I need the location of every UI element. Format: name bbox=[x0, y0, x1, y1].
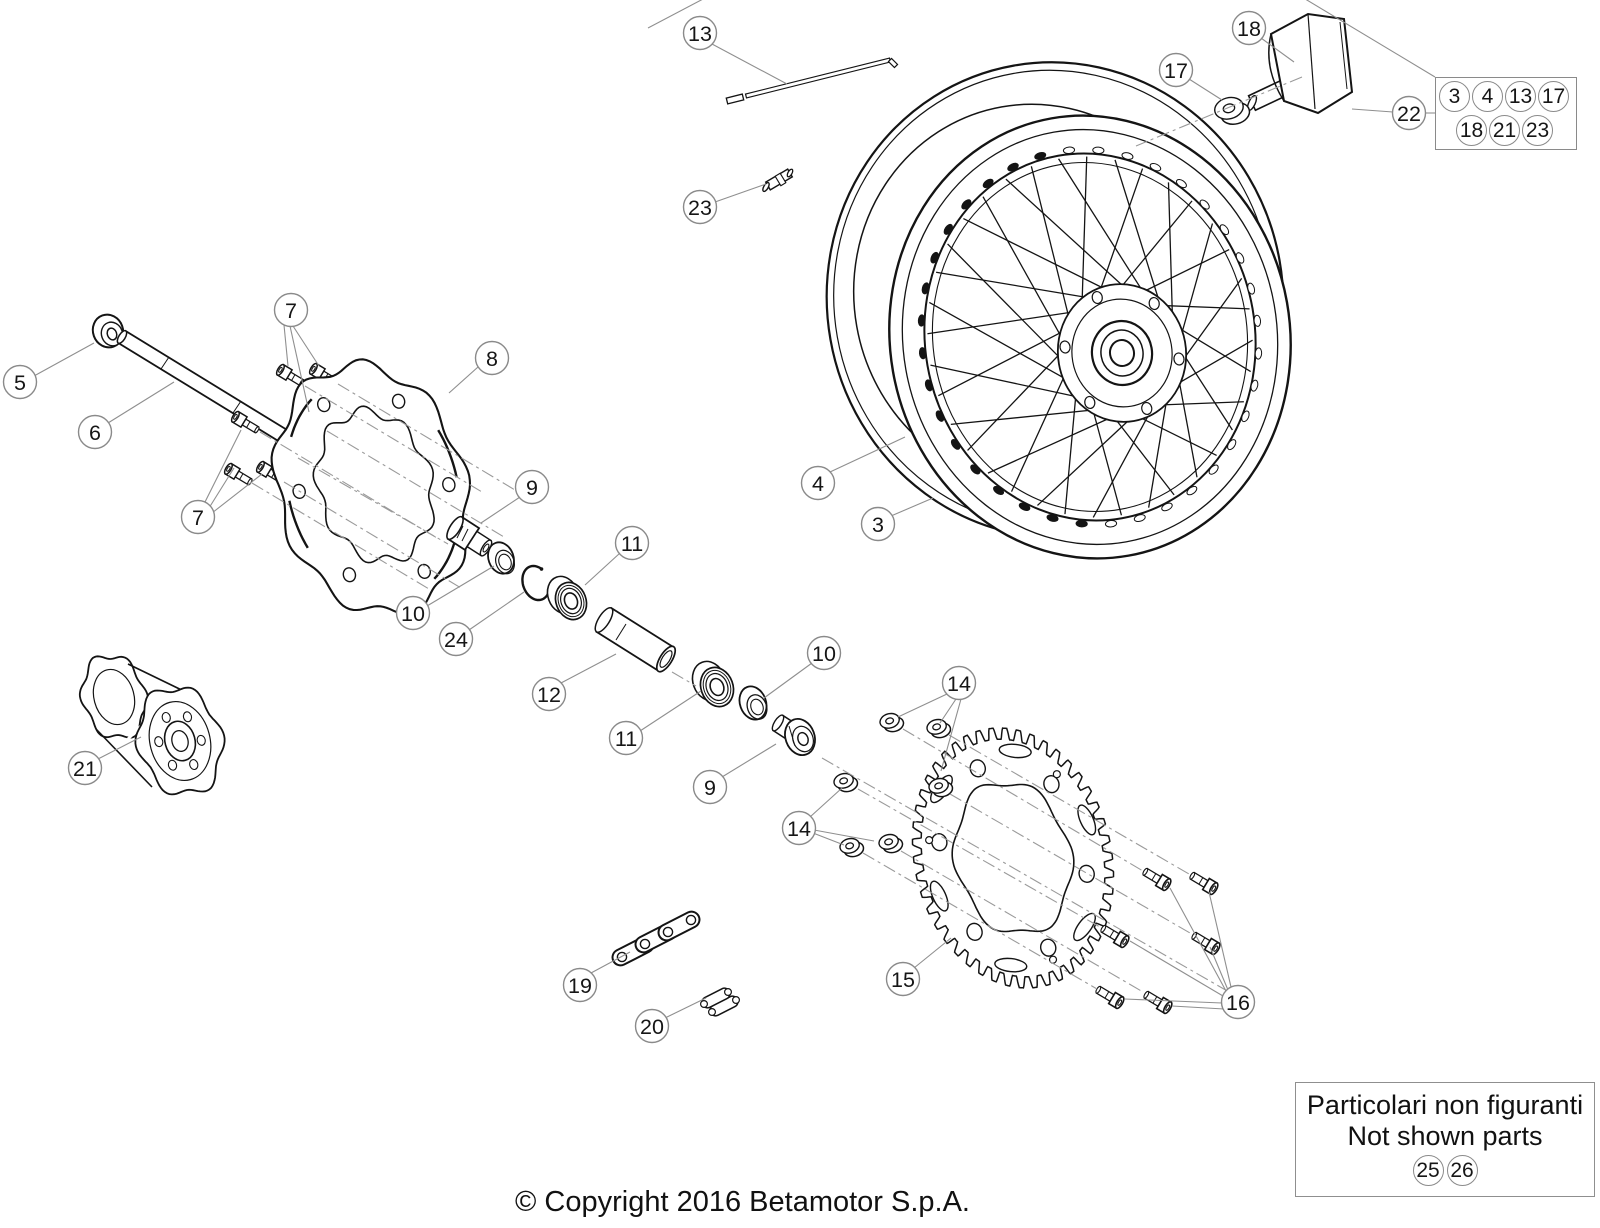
callout-19: 19 bbox=[562, 967, 598, 1003]
not-shown-item-26: 26 bbox=[1446, 1155, 1478, 1186]
svg-text:14: 14 bbox=[947, 672, 971, 696]
svg-text:24: 24 bbox=[444, 628, 468, 652]
brake-disc bbox=[270, 358, 472, 617]
not-shown-item-25: 25 bbox=[1412, 1155, 1444, 1186]
hub-spacers-bearings bbox=[446, 515, 816, 756]
svg-text:20: 20 bbox=[640, 1015, 664, 1039]
master-link bbox=[699, 987, 740, 1017]
callout-8: 8 bbox=[474, 340, 510, 376]
svg-text:17: 17 bbox=[1164, 59, 1188, 83]
rear-wheel bbox=[825, 61, 1292, 560]
svg-text:10: 10 bbox=[812, 642, 836, 666]
svg-text:23: 23 bbox=[688, 196, 712, 220]
sprocket-bolts bbox=[1095, 867, 1221, 1015]
svg-text:7: 7 bbox=[285, 299, 297, 323]
center-lines bbox=[251, 76, 1303, 997]
callouts: 13 18 17 22 23 7 5 8 6 9 7 11 10 24 12 11 10 9 4 3 14 14 21 15 1… bbox=[2, 10, 1427, 1044]
spoke-nipples bbox=[917, 146, 1263, 528]
svg-text:11: 11 bbox=[615, 727, 637, 751]
callout-13: 13 bbox=[682, 15, 718, 51]
svg-text:9: 9 bbox=[704, 776, 716, 800]
callout-6: 6 bbox=[77, 414, 113, 450]
callout-10: 10 bbox=[806, 635, 842, 671]
callout-17: 17 bbox=[1158, 52, 1194, 88]
hub-part bbox=[78, 655, 226, 796]
leader-lines bbox=[33, 37, 1435, 1019]
svg-text:21: 21 bbox=[73, 757, 97, 781]
callout-5: 5 bbox=[2, 364, 38, 400]
callout-3: 3 bbox=[860, 506, 896, 542]
copyright-text: © Copyright 2016 Betamotor S.p.A. bbox=[515, 1186, 970, 1218]
svg-text:12: 12 bbox=[537, 683, 561, 707]
spoke-part bbox=[725, 57, 899, 105]
callout-9: 9 bbox=[692, 769, 728, 805]
svg-text:3: 3 bbox=[872, 513, 884, 537]
sprocket bbox=[911, 727, 1115, 989]
callout-22: 22 bbox=[1391, 95, 1427, 131]
svg-text:11: 11 bbox=[621, 532, 643, 556]
svg-text:9: 9 bbox=[526, 476, 538, 500]
callout-16: 16 bbox=[1220, 984, 1256, 1020]
sprocket-nuts bbox=[833, 712, 954, 858]
valve-part bbox=[762, 168, 794, 193]
kit-item-4: 4 bbox=[1472, 81, 1503, 112]
callout-14: 14 bbox=[941, 665, 977, 701]
callout-12: 12 bbox=[531, 676, 567, 712]
callout-10: 10 bbox=[395, 595, 431, 631]
callout-23: 23 bbox=[682, 189, 718, 225]
svg-text:10: 10 bbox=[401, 602, 425, 626]
kit-item-13: 13 bbox=[1505, 81, 1536, 112]
chain-link-section bbox=[611, 910, 701, 967]
kit-item-23: 23 bbox=[1522, 115, 1553, 146]
callout-7: 7 bbox=[273, 292, 309, 328]
svg-text:14: 14 bbox=[787, 817, 811, 841]
callout-18: 18 bbox=[1231, 10, 1267, 46]
svg-text:22: 22 bbox=[1397, 102, 1421, 126]
callout-20: 20 bbox=[634, 1008, 670, 1044]
callout-7: 7 bbox=[180, 499, 216, 535]
callout-11: 11 bbox=[608, 720, 644, 756]
not-shown-title-en: Not shown parts bbox=[1347, 1121, 1543, 1151]
callout-11: 11 bbox=[614, 525, 650, 561]
kit-item-17: 17 bbox=[1538, 81, 1569, 112]
callout-9: 9 bbox=[514, 469, 550, 505]
callout-15: 15 bbox=[885, 961, 921, 997]
svg-text:8: 8 bbox=[486, 347, 498, 371]
svg-text:13: 13 bbox=[688, 22, 712, 46]
svg-text:19: 19 bbox=[568, 974, 592, 998]
axle-nut-17 bbox=[1214, 96, 1251, 125]
callout-4: 4 bbox=[800, 465, 836, 501]
callout-24: 24 bbox=[438, 621, 474, 657]
wheel-hub bbox=[1056, 283, 1188, 423]
svg-text:6: 6 bbox=[89, 421, 101, 445]
svg-text:5: 5 bbox=[14, 371, 26, 395]
svg-text:16: 16 bbox=[1226, 991, 1250, 1015]
svg-text:7: 7 bbox=[192, 506, 204, 530]
kit-item-3: 3 bbox=[1439, 81, 1470, 112]
kit-item-21: 21 bbox=[1489, 115, 1520, 146]
callout-14: 14 bbox=[781, 810, 817, 846]
not-shown-title-it: Particolari non figuranti bbox=[1306, 1090, 1584, 1120]
callout-21: 21 bbox=[67, 750, 103, 786]
not-shown-parts-box: Particolari non figuranti Not shown part… bbox=[1295, 1082, 1595, 1197]
svg-text:15: 15 bbox=[891, 968, 915, 992]
kit-item-18: 18 bbox=[1456, 115, 1487, 146]
svg-text:4: 4 bbox=[812, 472, 824, 496]
svg-text:18: 18 bbox=[1237, 17, 1261, 41]
rim-lock bbox=[1246, 12, 1354, 115]
